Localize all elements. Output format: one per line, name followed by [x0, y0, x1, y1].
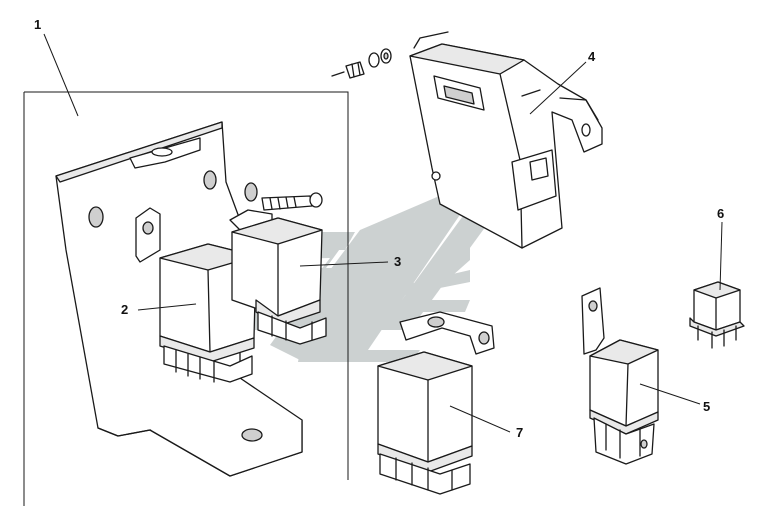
cover-screw	[331, 48, 392, 79]
leader-lines	[43, 33, 723, 433]
assembly-frame-top	[24, 91, 349, 480]
callout-5: 5	[703, 399, 711, 414]
cover	[409, 31, 603, 249]
leader-6	[719, 221, 723, 291]
callout-3: 3	[394, 254, 402, 269]
callout-7: 7	[516, 425, 524, 440]
leader-5	[639, 383, 701, 405]
callout-1: 1	[34, 17, 42, 32]
callout-2: 2	[121, 302, 129, 317]
callout-4: 4	[588, 49, 596, 64]
leader-2	[137, 303, 197, 311]
relay-with-bracket	[581, 287, 659, 465]
relay-with-tab	[377, 311, 495, 495]
screw	[261, 192, 323, 211]
leader-7	[449, 405, 511, 433]
leader-4	[529, 61, 587, 115]
leader-3	[299, 261, 389, 267]
relay-right	[229, 209, 327, 345]
mini-relay	[689, 281, 745, 349]
callout-6: 6	[717, 206, 725, 221]
leader-1	[43, 33, 79, 117]
